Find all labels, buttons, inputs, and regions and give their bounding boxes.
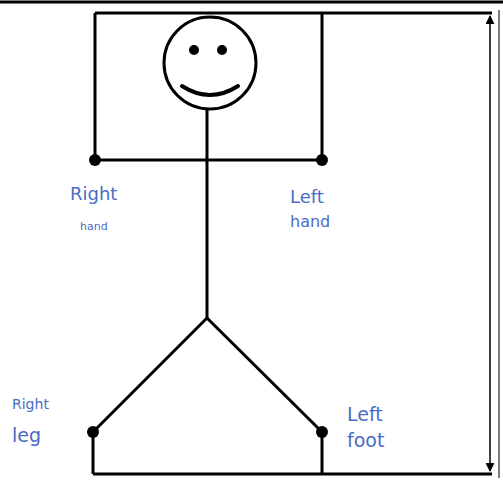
left-shin — [321, 432, 324, 474]
joint-dot — [316, 426, 328, 438]
right-arm-upper — [94, 13, 97, 160]
part-label: hand — [290, 214, 330, 230]
right-shin — [92, 432, 95, 474]
part-label: hand — [80, 221, 108, 232]
head — [164, 17, 256, 109]
top-edge-line — [0, 1, 503, 4]
left-leg — [207, 318, 322, 432]
ground-bar — [93, 473, 492, 476]
joint-dot — [87, 426, 99, 438]
part-label: Right — [12, 397, 49, 411]
eye — [217, 45, 227, 55]
part-label: Left — [347, 405, 383, 424]
part-label: leg — [12, 426, 41, 445]
joint-dot — [316, 154, 328, 166]
body — [206, 109, 209, 318]
right-leg — [93, 318, 207, 432]
top-bar — [95, 12, 492, 15]
eye — [189, 45, 199, 55]
part-label: foot — [347, 431, 384, 450]
part-label: Right — [70, 185, 117, 203]
right-edge-line — [499, 10, 500, 478]
part-label: Left — [290, 188, 324, 206]
dimension-line — [489, 16, 491, 471]
smile — [182, 86, 238, 95]
joint-dot — [89, 154, 101, 166]
left-arm-upper — [321, 13, 324, 160]
